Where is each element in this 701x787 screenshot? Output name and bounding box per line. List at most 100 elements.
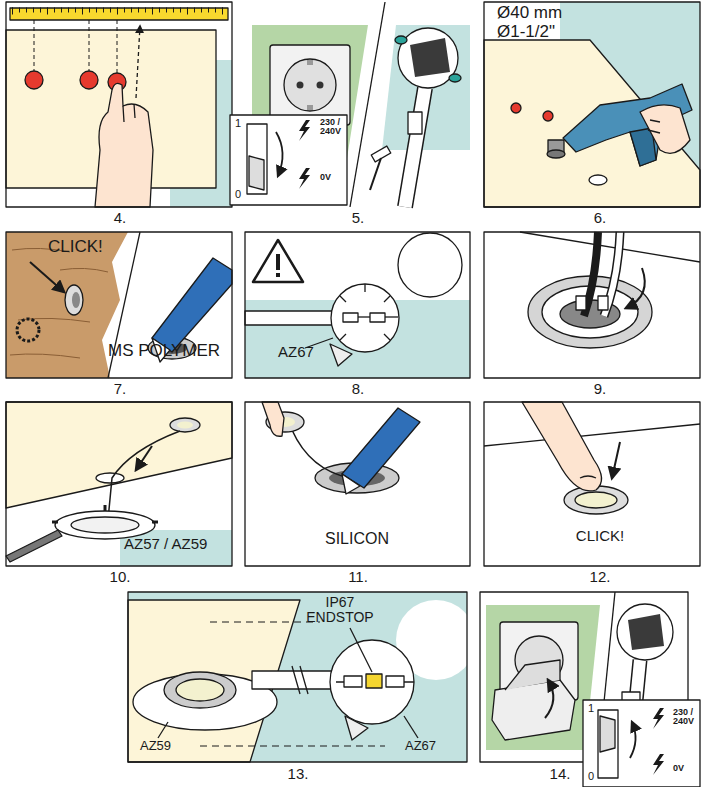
panel-5-power-off: [307, 60, 313, 65]
step-number: 5.: [338, 210, 378, 226]
panel-6-drill: [511, 103, 521, 113]
panel-6-drill: [589, 175, 607, 185]
panel-12-press: [484, 424, 700, 446]
panel-13-assembly: [158, 722, 168, 738]
step-number: 6.: [580, 210, 620, 226]
panel-12-press: [522, 402, 602, 491]
panel-5-power-off: [382, 25, 470, 150]
switch-off-inset: [249, 156, 264, 190]
panel-13-assembly: [344, 676, 362, 687]
switch-off-inset: [299, 120, 310, 141]
switch-on-inset: [630, 722, 636, 758]
switch-position: 0: [235, 189, 247, 201]
panel-4-measure: [12, 8, 226, 13]
switch-off-inset: [230, 115, 347, 205]
dimension: Ø1-1/2": [497, 23, 617, 41]
panel-8-connect: [340, 284, 390, 340]
panel-12-press: [484, 402, 700, 566]
panel-5-power-off: [408, 112, 422, 134]
panel-4-measure: [12, 8, 226, 15]
panel-6-drill: [640, 105, 690, 154]
dimension: Ø40 mm: [497, 4, 617, 22]
panel-10-fix-ring: [108, 431, 180, 520]
panel-8-connect: [398, 233, 462, 297]
panel-7-grommet: [65, 285, 83, 315]
panel-10-fix-ring: [170, 418, 200, 432]
panel-9-cables: [598, 296, 608, 310]
switch-position: 1: [588, 703, 600, 715]
panel-9-cables: [484, 232, 700, 378]
panel-11-silicon: [245, 402, 470, 566]
panel-7-grommet: [30, 262, 64, 292]
panel-13-assembly: [210, 622, 320, 623]
switch-off-inset: [299, 168, 310, 189]
panel-5-power-off: [245, 2, 470, 207]
panel-8-connect: [358, 316, 370, 317]
voltage-label: 0V: [320, 173, 348, 182]
panel-8-connect: [370, 313, 385, 322]
panel-13-assembly: [292, 666, 308, 694]
panel-11-silicon: [262, 402, 284, 436]
part-name: AZ67: [405, 739, 455, 753]
panel-5-power-off: [449, 74, 461, 82]
panel-9-cables: [484, 232, 700, 378]
switch-position: 1: [235, 118, 247, 130]
panel-7-grommet: [10, 248, 108, 358]
panel-13-assembly: [350, 628, 372, 672]
step-number: 9.: [580, 381, 620, 397]
panel-4-measure: [123, 104, 135, 122]
panel-6-drill: [484, 40, 700, 207]
panel-14-power-on: [492, 680, 575, 740]
voltage-label: 0V: [673, 764, 701, 773]
panel-14-power-on: [598, 592, 615, 762]
panel-6-drill: [484, 2, 700, 207]
panel-14-power-on: [628, 614, 664, 650]
panel-5-power-off: [370, 158, 381, 190]
switch-position: 0: [588, 771, 600, 783]
panel-5-power-off: [350, 2, 385, 207]
panel-4-measure: [136, 26, 140, 98]
panel-13-assembly: [176, 679, 224, 701]
panel-13-assembly: [345, 716, 368, 740]
panel-10-fix-ring: [6, 402, 232, 566]
panel-5-power-off: [297, 82, 304, 89]
panel-12-press: [484, 402, 700, 566]
panel-5-power-off: [270, 45, 350, 125]
switch-on-inset: [653, 708, 664, 729]
panel-10-fix-ring: [6, 530, 62, 562]
panel-5-power-off: [307, 105, 313, 110]
action-note: CLICK!: [48, 238, 138, 256]
panel-7-grommet: [6, 232, 232, 378]
panel-7-grommet: [6, 232, 232, 378]
part-name: AZ59: [140, 739, 190, 753]
panel-11-silicon: [342, 474, 360, 494]
panel-8-connect: [385, 316, 398, 317]
panel-4-measure: [80, 71, 98, 89]
panel-13-assembly: [330, 640, 414, 724]
panel-7-grommet: [152, 258, 232, 352]
step-number: 10.: [100, 569, 140, 585]
panel-12-press: [612, 442, 620, 478]
panel-5-power-off: [317, 82, 324, 89]
voltage-label: 230 / 240V: [673, 708, 701, 727]
panel-6-drill: [484, 2, 700, 207]
panel-9-cables: [576, 296, 586, 310]
panel-10-fix-ring: [136, 446, 152, 470]
switch-off-inset: [230, 115, 347, 205]
panel-7-grommet: [17, 319, 39, 341]
step-number: 14.: [540, 766, 580, 782]
panel-10-fix-ring: [177, 422, 193, 429]
material-label: SILICON: [302, 531, 412, 548]
switch-on-inset: [583, 700, 700, 787]
panel-4-measure: [117, 20, 118, 73]
panel-4-measure: [6, 2, 232, 207]
switch-on-inset: [653, 754, 664, 775]
panel-11-silicon: [245, 402, 470, 566]
panel-5-power-off: [405, 88, 425, 207]
panel-14-power-on: [545, 680, 553, 718]
panel-13-assembly: [164, 672, 236, 708]
panel-4-measure: [95, 83, 153, 207]
panel-8-connect: [245, 232, 470, 378]
